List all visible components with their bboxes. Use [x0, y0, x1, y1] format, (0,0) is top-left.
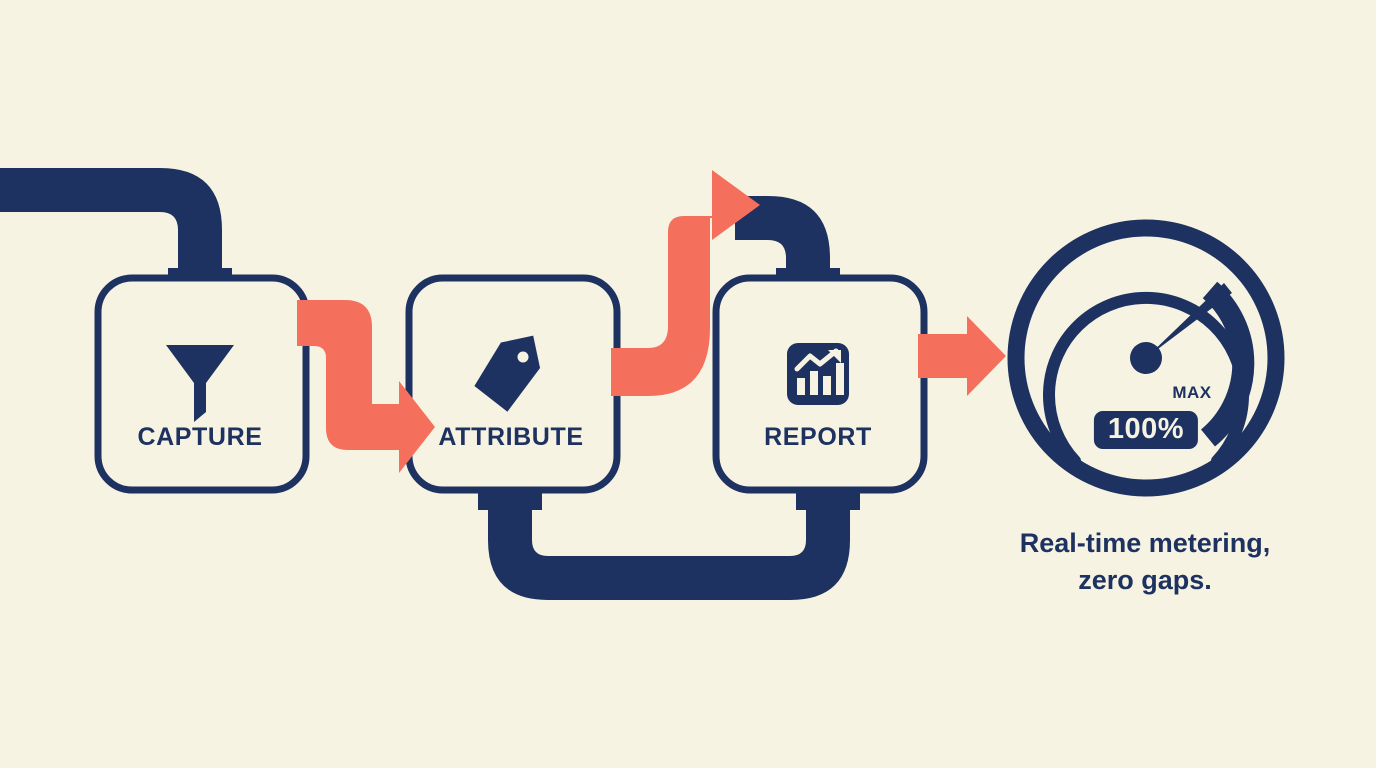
report-inlet-pipe	[735, 196, 830, 282]
step-label-capture: CAPTURE	[137, 423, 263, 451]
gauge-max-label: MAX	[1172, 383, 1212, 402]
speedometer-gauge[interactable]	[1007, 219, 1285, 497]
gauge-value-badge: 100%	[1093, 411, 1199, 450]
step-cards	[94, 274, 928, 494]
gauge-max-segment	[1200, 281, 1255, 447]
step-card-report[interactable]	[712, 274, 928, 494]
return-loop-pipe	[488, 480, 850, 600]
tag-icon	[474, 335, 541, 412]
gauge-outer-ring	[1007, 219, 1285, 497]
step-label-attribute: ATTRIBUTE	[438, 423, 584, 451]
step-card-attribute[interactable]	[405, 274, 621, 494]
bar-chart-trend-icon	[787, 343, 849, 405]
flow-arrows	[297, 170, 1006, 473]
funnel-icon	[166, 345, 234, 422]
step-card-capture[interactable]	[94, 274, 310, 494]
attribute-to-report-arrow	[611, 170, 760, 396]
report-to-gauge-arrow	[918, 316, 1006, 396]
inlet-pipe	[0, 168, 222, 282]
step-label-report: REPORT	[764, 423, 872, 451]
gauge-needle-hub	[1130, 342, 1162, 374]
capture-to-attribute-arrow	[297, 300, 435, 473]
gauge-needle	[1146, 283, 1232, 358]
caption-text: Real-time metering, zero gaps.	[1019, 528, 1271, 595]
